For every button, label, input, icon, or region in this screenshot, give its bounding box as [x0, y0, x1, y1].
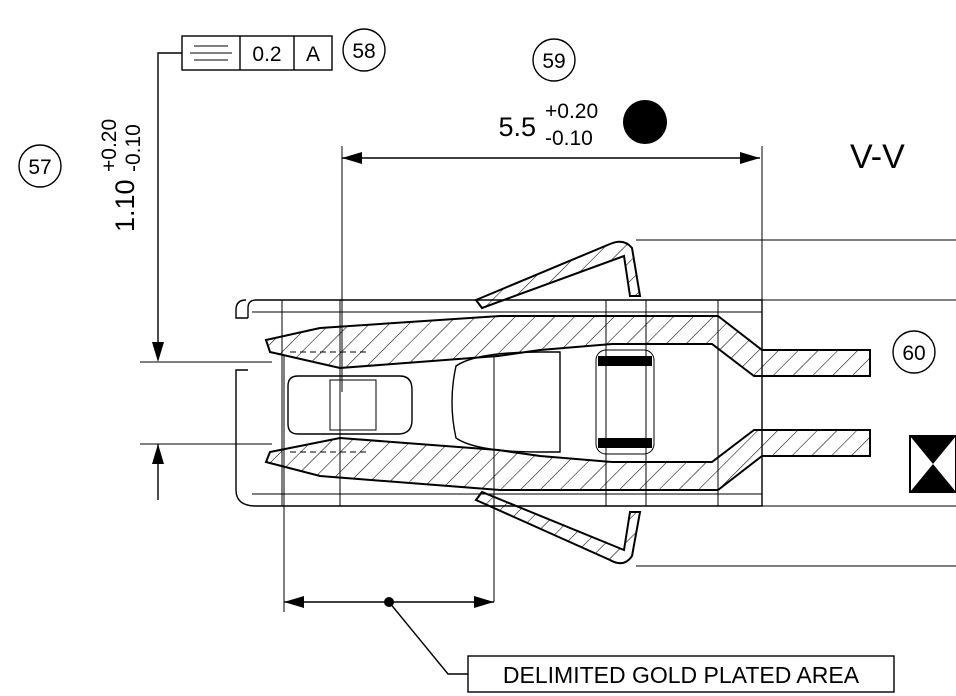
feature-control-frame: 0.2 A [157, 35, 333, 345]
dimension-width-upper: +0.20 [545, 100, 598, 123]
dimension-thickness-lower: -0.10 [122, 124, 145, 172]
upper-contact-spring [264, 315, 871, 377]
lower-latch [474, 490, 642, 565]
dimension-width-nominal: 5.5 [498, 112, 536, 142]
callout-57: 57 [18, 144, 62, 188]
hourglass-datum-icon [909, 435, 956, 493]
insulator-core [287, 349, 655, 455]
callout-58: 58 [342, 28, 386, 72]
svg-text:57: 57 [28, 156, 51, 179]
lower-contact-spring [264, 429, 871, 491]
svg-text:59: 59 [542, 50, 565, 73]
callout-60: 60 [892, 330, 936, 374]
svg-text:60: 60 [902, 342, 925, 365]
dimension-thickness-upper: +0.20 [98, 119, 121, 172]
svg-text:58: 58 [352, 40, 375, 63]
dimension-width-lower: -0.10 [545, 127, 593, 150]
upper-latch [474, 240, 642, 310]
callout-59: 59 [532, 38, 576, 82]
critical-dot-icon [623, 100, 667, 144]
dimension-thickness-lines [140, 342, 272, 500]
dimension-thickness-nominal: 1.10 [110, 179, 140, 232]
flatness-tolerance: 0.2 [252, 43, 281, 66]
flatness-icon [190, 45, 232, 61]
gold-area-label: DELIMITED GOLD PLATED AREA [503, 662, 860, 688]
section-label: V-V [850, 138, 905, 176]
dimension-thickness: 1.10 +0.20 -0.10 [98, 119, 145, 232]
datum-reference: A [306, 43, 320, 66]
gold-area-dimension: DELIMITED GOLD PLATED AREA [284, 596, 895, 693]
